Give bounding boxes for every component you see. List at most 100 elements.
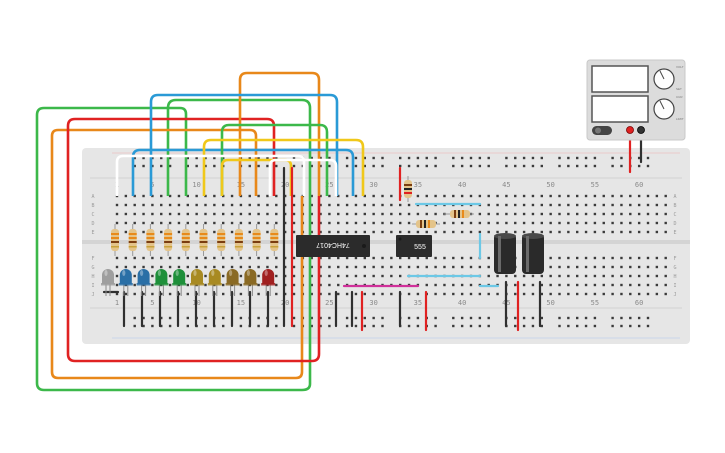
rail-hole[interactable] — [381, 156, 384, 160]
resistor[interactable] — [128, 224, 137, 256]
breadboard-hole[interactable] — [514, 283, 517, 287]
breadboard-hole[interactable] — [160, 256, 163, 260]
breadboard-hole[interactable] — [337, 230, 340, 234]
breadboard-hole[interactable] — [399, 265, 402, 269]
breadboard-hole[interactable] — [283, 221, 287, 225]
rail-hole[interactable] — [381, 316, 384, 320]
jumper-wires[interactable] — [102, 202, 500, 294]
breadboard-hole[interactable] — [248, 230, 251, 234]
breadboard-hole[interactable] — [372, 256, 375, 260]
breadboard-hole[interactable] — [115, 256, 119, 260]
breadboard-hole[interactable] — [151, 194, 154, 198]
breadboard-hole[interactable] — [186, 283, 189, 287]
breadboard-hole[interactable] — [213, 265, 216, 269]
breadboard-hole[interactable] — [593, 292, 597, 296]
breadboard-hole[interactable] — [576, 265, 579, 269]
breadboard-hole[interactable] — [443, 265, 446, 269]
breadboard-hole[interactable] — [540, 212, 543, 216]
power-supply[interactable]: VOLT SET CUR LIMIT — [586, 59, 686, 141]
breadboard-hole[interactable] — [345, 203, 349, 207]
resistor-horizontal[interactable] — [412, 220, 440, 228]
breadboard-hole[interactable] — [629, 265, 632, 269]
breadboard-hole[interactable] — [381, 221, 384, 225]
breadboard-hole[interactable] — [593, 283, 597, 287]
rail-hole[interactable] — [593, 156, 597, 160]
breadboard-hole[interactable] — [576, 203, 579, 207]
rail-hole[interactable] — [434, 164, 437, 168]
breadboard-hole[interactable] — [584, 283, 588, 287]
breadboard-hole[interactable] — [257, 194, 260, 198]
breadboard-hole[interactable] — [567, 265, 570, 269]
rail-hole[interactable] — [168, 316, 172, 320]
breadboard-hole[interactable] — [310, 221, 313, 225]
rail-hole[interactable] — [133, 324, 136, 328]
rail-hole[interactable] — [186, 324, 189, 328]
breadboard-hole[interactable] — [186, 221, 189, 225]
breadboard-hole[interactable] — [558, 274, 561, 278]
capacitor[interactable] — [494, 233, 516, 274]
breadboard-hole[interactable] — [275, 256, 278, 260]
rail-hole[interactable] — [372, 164, 375, 168]
breadboard-hole[interactable] — [292, 283, 296, 287]
breadboard-hole[interactable] — [576, 212, 579, 216]
breadboard-hole[interactable] — [531, 203, 535, 207]
breadboard-hole[interactable] — [522, 212, 526, 216]
breadboard-hole[interactable] — [496, 203, 499, 207]
breadboard-hole[interactable] — [230, 203, 234, 207]
breadboard-hole[interactable] — [222, 221, 225, 225]
breadboard-hole[interactable] — [602, 194, 605, 198]
breadboard-hole[interactable] — [399, 274, 402, 278]
breadboard-hole[interactable] — [629, 283, 632, 287]
breadboard-hole[interactable] — [115, 283, 119, 287]
breadboard-hole[interactable] — [124, 265, 128, 269]
breadboard-hole[interactable] — [584, 203, 588, 207]
breadboard-hole[interactable] — [522, 283, 526, 287]
breadboard-hole[interactable] — [345, 265, 349, 269]
breadboard-hole[interactable] — [186, 292, 189, 296]
breadboard-hole[interactable] — [319, 292, 322, 296]
breadboard-hole[interactable] — [390, 256, 393, 260]
breadboard-hole[interactable] — [372, 203, 375, 207]
rail-hole[interactable] — [151, 156, 154, 160]
breadboard-hole[interactable] — [602, 265, 605, 269]
breadboard-hole[interactable] — [629, 230, 632, 234]
breadboard-hole[interactable] — [434, 256, 437, 260]
breadboard-hole[interactable] — [381, 265, 384, 269]
breadboard-hole[interactable] — [646, 230, 650, 234]
breadboard-hole[interactable] — [283, 256, 287, 260]
negative-terminal[interactable] — [637, 126, 645, 134]
positive-terminal[interactable] — [626, 126, 634, 134]
breadboard-hole[interactable] — [160, 221, 163, 225]
breadboard-hole[interactable] — [142, 203, 145, 207]
breadboard-hole[interactable] — [602, 283, 605, 287]
breadboard-hole[interactable] — [620, 265, 623, 269]
breadboard-hole[interactable] — [222, 212, 225, 216]
breadboard-hole[interactable] — [646, 292, 650, 296]
rail-hole[interactable] — [319, 324, 322, 328]
breadboard-hole[interactable] — [124, 212, 128, 216]
breadboard-hole[interactable] — [655, 256, 659, 260]
breadboard-hole[interactable] — [133, 194, 136, 198]
breadboard-hole[interactable] — [434, 292, 437, 296]
resistor-array[interactable] — [111, 224, 279, 256]
breadboard-hole[interactable] — [637, 292, 641, 296]
breadboard-hole[interactable] — [151, 221, 154, 225]
rail-hole[interactable] — [372, 316, 375, 320]
breadboard-hole[interactable] — [160, 292, 163, 296]
breadboard-hole[interactable] — [133, 292, 136, 296]
rail-hole[interactable] — [328, 324, 331, 328]
breadboard-hole[interactable] — [655, 221, 659, 225]
breadboard-hole[interactable] — [637, 230, 641, 234]
breadboard-hole[interactable] — [292, 194, 296, 198]
breadboard-hole[interactable] — [160, 212, 163, 216]
breadboard-hole[interactable] — [292, 203, 296, 207]
breadboard-hole[interactable] — [655, 283, 659, 287]
breadboard-hole[interactable] — [487, 274, 490, 278]
rail-hole[interactable] — [186, 164, 189, 168]
breadboard-hole[interactable] — [319, 256, 322, 260]
rail-hole[interactable] — [319, 156, 322, 160]
breadboard-hole[interactable] — [620, 194, 623, 198]
breadboard-hole[interactable] — [549, 194, 552, 198]
breadboard-hole[interactable] — [452, 230, 455, 234]
breadboard-hole[interactable] — [239, 283, 243, 287]
